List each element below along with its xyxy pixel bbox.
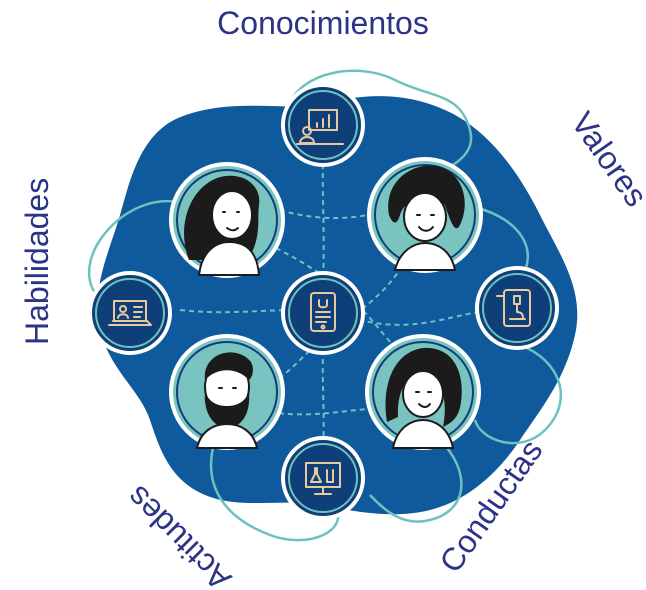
phone-microscope-icon [475, 266, 559, 350]
label-habilidades: Habilidades [19, 178, 55, 345]
inner-link-horizontal-high [279, 209, 381, 219]
tablet-document-icon [281, 271, 365, 355]
woman-avatar-top-left [169, 162, 285, 278]
laptop-checklist-icon [88, 271, 172, 355]
outer-loop-bottom-left [209, 439, 340, 542]
inner-link-top-center [321, 154, 325, 281]
bearded-man-avatar-bottom-left [169, 334, 285, 450]
monitor-flask-icon [281, 436, 365, 520]
label-valores: Valores [564, 105, 646, 213]
outer-loop-top [286, 69, 473, 180]
presentation-chart-icon [281, 83, 365, 167]
woman-avatar-top-right [367, 157, 483, 273]
woman-avatar-bottom-right [365, 334, 481, 450]
outer-loop-right-low [473, 343, 562, 445]
outer-loop-bottom-right [369, 439, 463, 523]
inner-link-center-bottom [321, 349, 325, 446]
outer-loop-left [87, 199, 197, 302]
label-conocimientos: Conocimientos [217, 5, 429, 41]
